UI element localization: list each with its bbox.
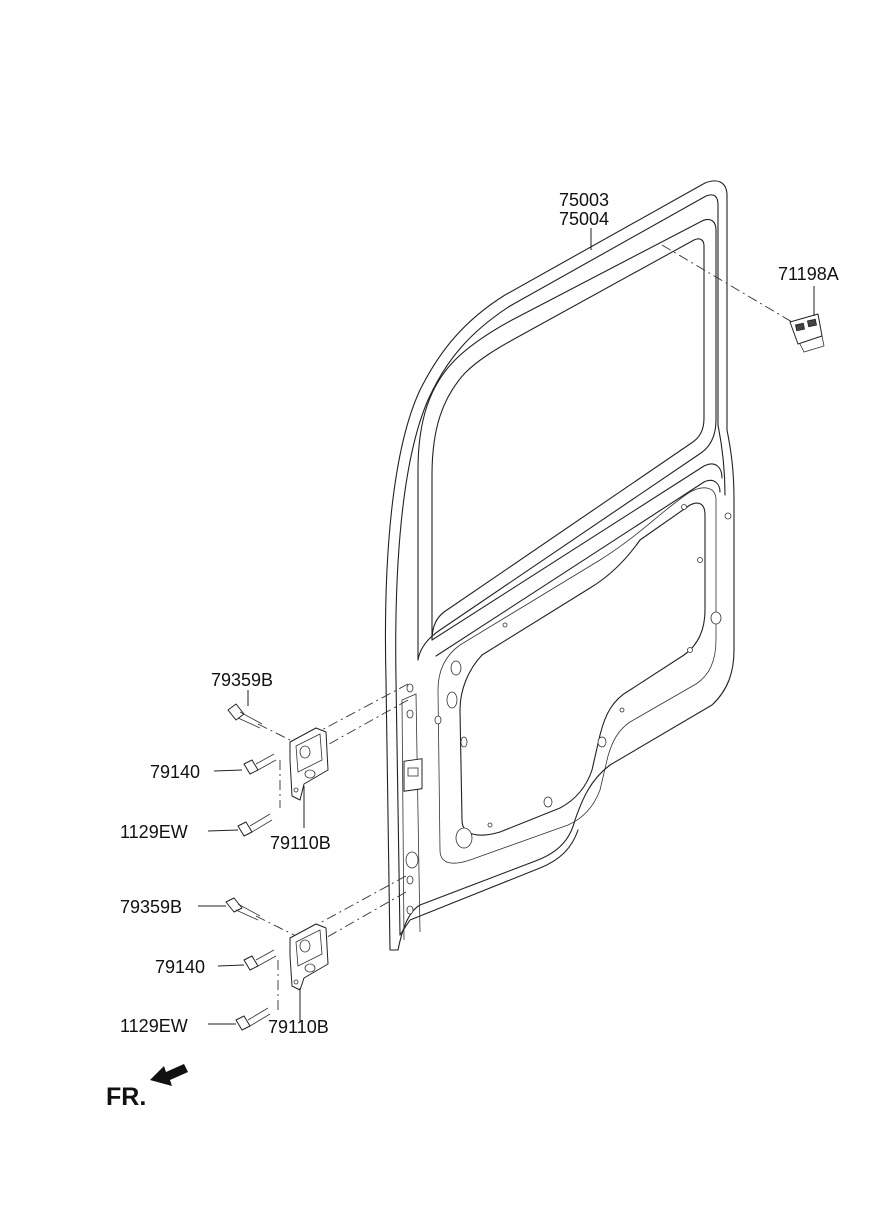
upper-bolt-79359B <box>227 703 263 729</box>
lower-bolt-79140 <box>243 949 277 971</box>
lower-hinge-assembly <box>198 875 407 1031</box>
label-upper-1129EW: 1129EW <box>120 822 188 842</box>
front-arrow-icon <box>150 1064 188 1086</box>
lower-bolt-1129EW <box>235 1007 271 1031</box>
lower-bolt-79359B <box>225 897 261 921</box>
front-label: FR. <box>106 1083 146 1111</box>
label-upper-79110B: 79110B <box>270 833 331 853</box>
upper-hinge-assembly <box>207 683 409 837</box>
label-lower-79140: 79140 <box>155 957 205 977</box>
label-lower-79359B: 79359B <box>120 897 182 917</box>
label-71198A: 71198A <box>778 264 839 284</box>
label-lower-1129EW: 1129EW <box>120 1016 188 1036</box>
label-75003: 75003 <box>559 190 609 210</box>
upper-bolt-1129EW <box>237 813 273 837</box>
door-holes <box>405 504 732 915</box>
label-upper-79359B: 79359B <box>211 670 273 690</box>
clip-part <box>661 244 825 353</box>
label-lower-79110B: 79110B <box>268 1017 329 1037</box>
door-panel <box>384 180 735 951</box>
front-direction-indicator: FR. <box>106 1064 188 1111</box>
part-labels: 75003 75004 71198A 79359B 79140 1129EW 7… <box>120 190 839 1037</box>
upper-bolt-79140 <box>243 753 277 775</box>
label-upper-79140: 79140 <box>150 762 200 782</box>
label-75004: 75004 <box>559 209 609 229</box>
